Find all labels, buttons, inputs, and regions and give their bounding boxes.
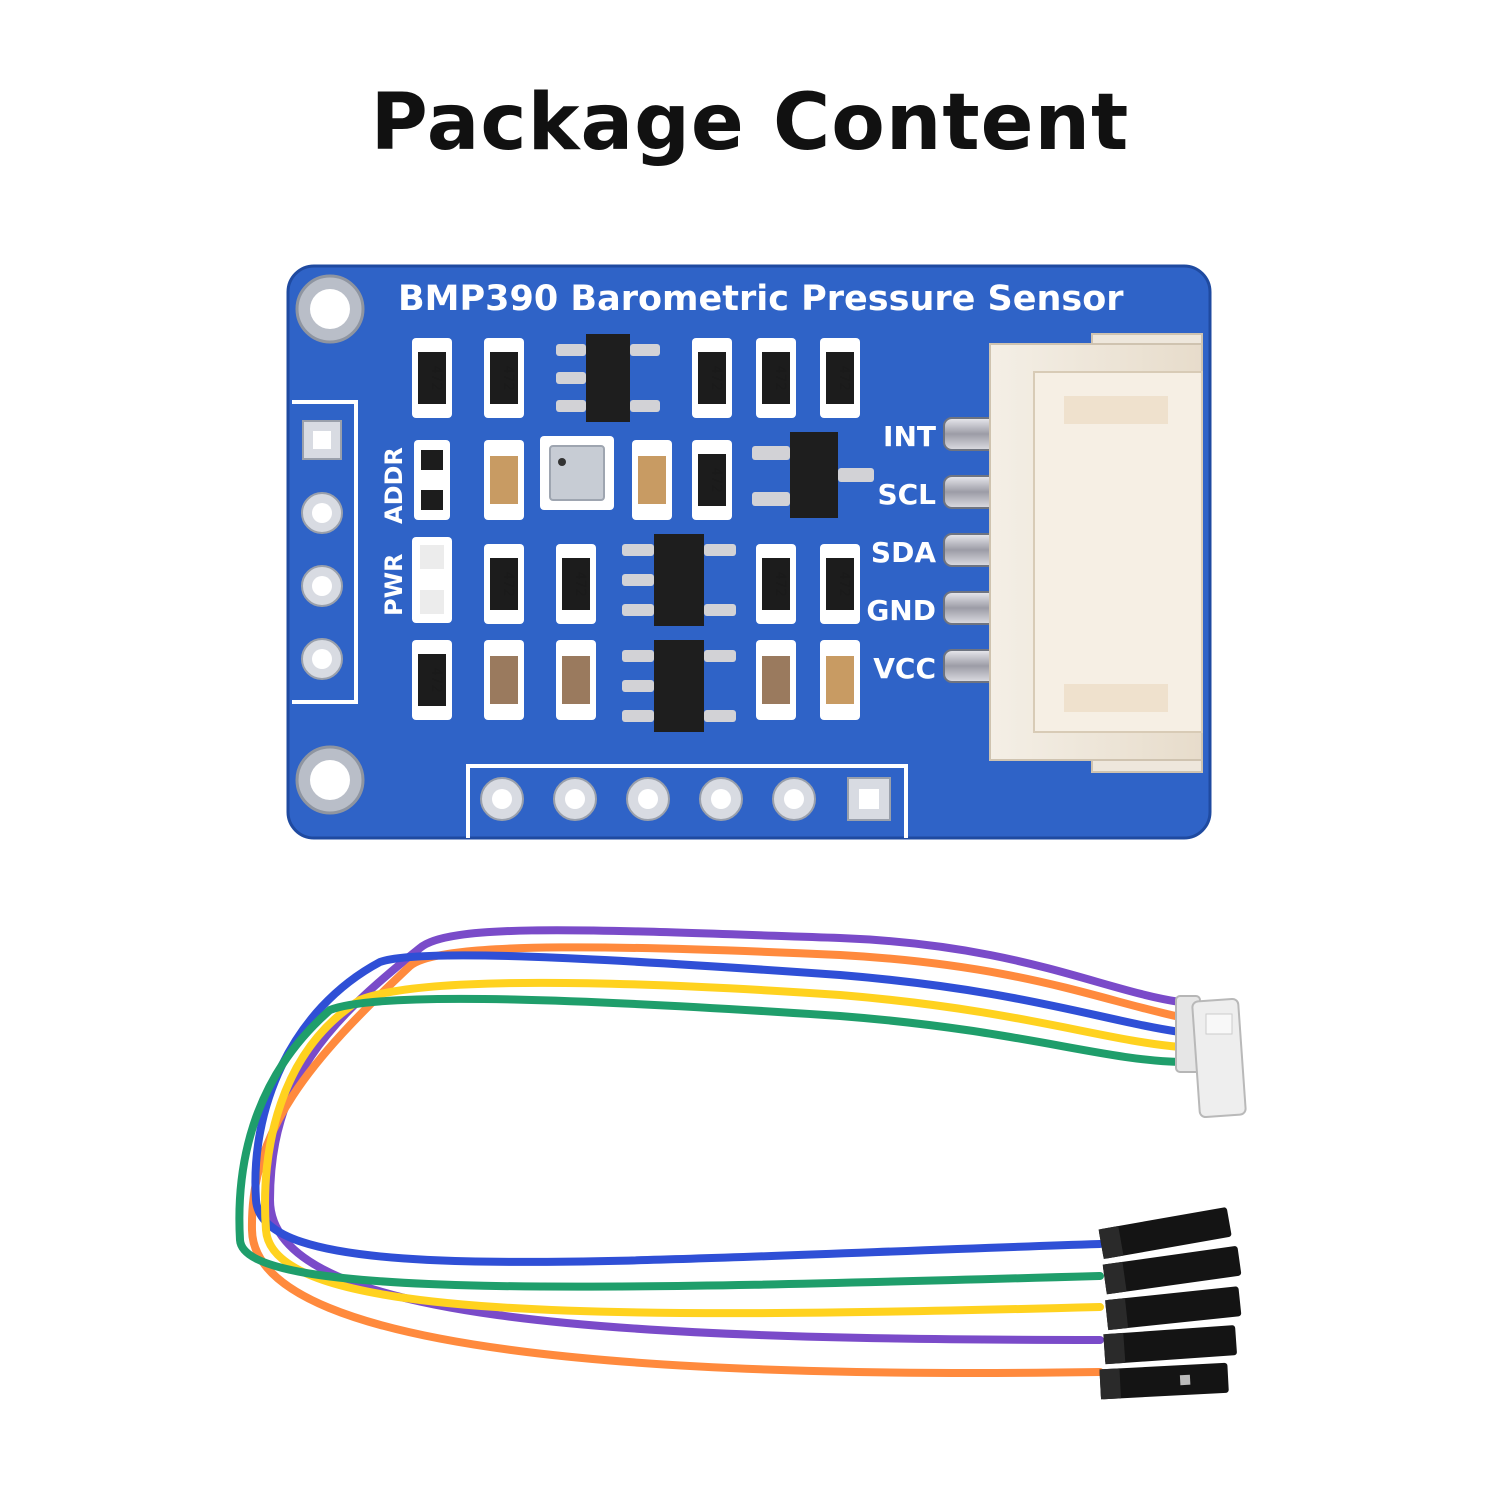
svg-text:472: 472 [772, 365, 788, 390]
jumper-cable [235, 926, 1184, 1377]
wire-purple [265, 926, 1184, 1344]
bottom-header [480, 777, 891, 821]
capacitors [484, 440, 860, 720]
left-header [301, 420, 343, 680]
ic-chips [556, 334, 874, 732]
resistors: 472 472 472 472 472 472 472 472 472 472 … [412, 338, 860, 720]
svg-text:472: 472 [836, 571, 852, 596]
wire-green [235, 994, 1184, 1291]
pin-label-scl: SCL [877, 478, 936, 511]
addr-label: ADDR [380, 447, 408, 524]
wire-yellow [261, 978, 1184, 1318]
svg-text:472: 472 [428, 365, 444, 390]
svg-text:472: 472 [836, 365, 852, 390]
pin-labels: INT SCL SDA GND VCC [866, 420, 936, 685]
wire-orange [247, 943, 1184, 1377]
svg-text:472: 472 [772, 571, 788, 596]
svg-text:472: 472 [428, 667, 444, 692]
svg-text:472: 472 [708, 365, 724, 390]
page-title: Package Content [370, 78, 1130, 168]
pin-label-gnd: GND [866, 594, 936, 627]
svg-text:472: 472 [708, 467, 724, 492]
sensor-board: BMP390 Barometric Pressure Sensor ADDR P… [286, 264, 1212, 840]
cable-jst-connector [1175, 995, 1247, 1119]
pin-label-vcc: VCC [873, 652, 936, 685]
svg-text:472: 472 [572, 571, 588, 596]
board-name: BMP390 Barometric Pressure Sensor [398, 279, 1124, 319]
pwr-label: PWR [380, 553, 408, 616]
svg-text:472: 472 [500, 365, 516, 390]
dupont-connectors [1098, 1207, 1242, 1400]
pin-label-int: INT [883, 420, 936, 453]
pin-label-sda: SDA [871, 536, 936, 569]
svg-text:472: 472 [500, 571, 516, 596]
wire-blue [251, 951, 1184, 1266]
connector-housing [989, 333, 1203, 773]
bmp390-chip [540, 436, 614, 510]
